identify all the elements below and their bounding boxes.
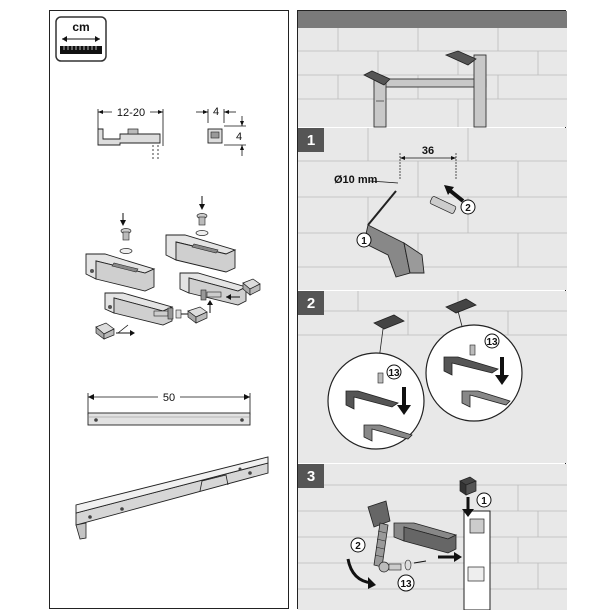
step-3-callout-1: 1 xyxy=(481,496,487,507)
step-1: 1 Ø10 mm 36 2 1 xyxy=(298,128,567,290)
callout-1 xyxy=(356,232,372,248)
step-2-number: 2 xyxy=(307,295,315,312)
hole-spacing-label: 36 xyxy=(422,145,434,157)
step-3-badge xyxy=(298,464,324,488)
step-3: 3 1 2 xyxy=(298,464,567,610)
step-2-badge xyxy=(298,291,324,315)
step-3-callout-2: 2 xyxy=(355,541,361,552)
components-panel: cm 12-20 xyxy=(49,10,289,609)
rail-perspective-drawing xyxy=(75,456,269,540)
step-3-callout-13: 13 xyxy=(400,579,412,590)
wall-frame-overview xyxy=(298,28,567,128)
dim-rail-length: 50 xyxy=(163,392,175,404)
dim-bracket-depth: 4 xyxy=(213,106,219,118)
instructions-illustration: 1 Ø10 mm 36 2 1 xyxy=(298,11,567,610)
step-3-number: 3 xyxy=(307,468,315,485)
bracket-end-dimension-drawing: 4 4 xyxy=(196,106,246,156)
step-1-number: 1 xyxy=(307,132,315,149)
step-2: 2 13 13 xyxy=(298,291,567,463)
detail-circle-right xyxy=(425,324,523,422)
step-2-callout-right: 13 xyxy=(486,337,498,348)
unit-badge-label: cm xyxy=(72,20,89,34)
rail-dimension-drawing: 50 xyxy=(87,390,251,426)
instructions-panel: 1 Ø10 mm 36 2 1 xyxy=(297,10,567,610)
bracket-dimension-drawing: 12-20 xyxy=(97,106,164,161)
bracket-assembly-left xyxy=(85,213,195,340)
step-1-callout-2: 2 xyxy=(465,203,471,214)
dim-bracket-width: 12-20 xyxy=(117,107,145,119)
header-bar xyxy=(298,11,567,28)
unit-badge: cm xyxy=(55,16,107,62)
dim-bracket-height: 4 xyxy=(236,131,242,143)
callout-2 xyxy=(460,199,476,215)
step-1-callout-1: 1 xyxy=(361,236,367,247)
drill-diameter-label: Ø10 mm xyxy=(334,174,378,186)
step-1-badge xyxy=(298,128,324,152)
step-2-callout-left: 13 xyxy=(388,368,400,379)
bracket-assembly-right xyxy=(165,196,261,324)
components-illustration: cm 12-20 xyxy=(55,16,269,540)
